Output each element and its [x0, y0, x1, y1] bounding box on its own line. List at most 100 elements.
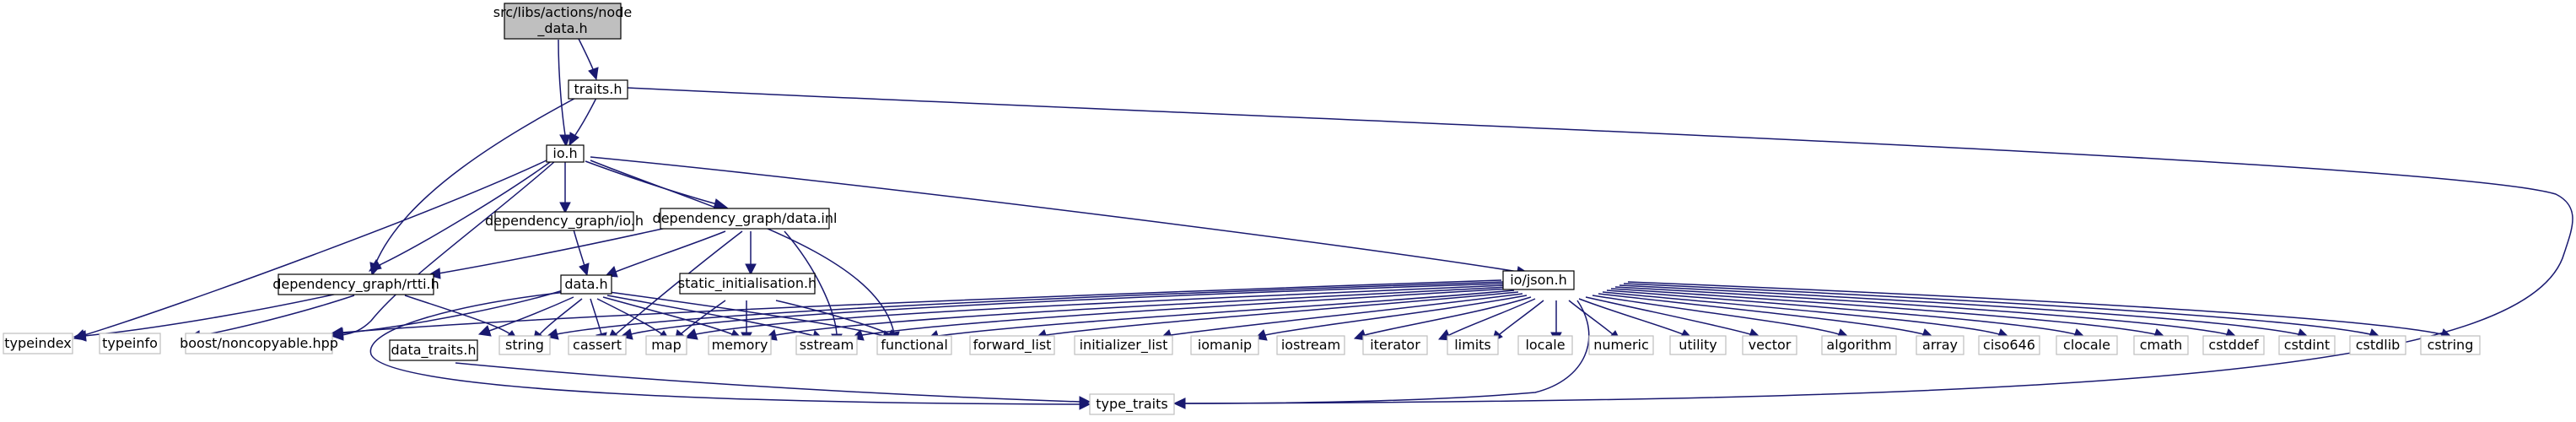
node-typeindex-label: typeindex: [4, 335, 72, 351]
node-cassert-label: cassert: [573, 337, 622, 353]
node-root-file-label-2: _data.h: [536, 20, 587, 37]
edge-json-to-type-traits: [1173, 300, 1590, 409]
node-map-label: map: [651, 337, 682, 353]
node-memory[interactable]: memory: [708, 335, 772, 355]
node-typeinfo-label: typeinfo: [102, 335, 158, 351]
edge-data-inl-to-rtti: [427, 227, 667, 279]
node-cstdint[interactable]: cstdint: [2278, 335, 2336, 355]
node-static-initialisation[interactable]: static_initialisation.h: [678, 273, 816, 295]
node-limits-label: limits: [1454, 337, 1491, 353]
node-typeinfo[interactable]: typeinfo: [99, 333, 161, 354]
edge-io-to-rtti: [368, 160, 553, 272]
node-cassert[interactable]: cassert: [568, 335, 627, 355]
node-memory-label: memory: [712, 337, 768, 353]
edge-traits-to-io: [569, 95, 598, 147]
node-dg-io-h[interactable]: dependency_graph/io.h: [485, 211, 644, 231]
node-utility[interactable]: utility: [1669, 335, 1727, 355]
node-limits[interactable]: limits: [1447, 335, 1499, 355]
node-data-h[interactable]: data.h: [560, 274, 612, 295]
node-sstream[interactable]: sstream: [795, 335, 858, 355]
edge-json-to-iterator: [1438, 298, 1536, 341]
node-io-json-h[interactable]: io/json.h: [1502, 270, 1575, 290]
node-dg-rtti-h-label: dependency_graph/rtti.h: [272, 276, 439, 293]
node-forward-list[interactable]: forward_list: [969, 335, 1055, 355]
node-functional[interactable]: functional: [876, 335, 952, 355]
edge-data-traits-to-type-traits: [455, 362, 1091, 408]
node-string[interactable]: string: [498, 335, 551, 355]
node-cstring[interactable]: cstring: [2420, 335, 2481, 355]
node-dg-rtti-h[interactable]: dependency_graph/rtti.h: [272, 273, 439, 295]
dependency-nodes: src/libs/actions/node _data.h traits.h i…: [3, 3, 2481, 415]
node-data-traits-h-label: data_traits.h: [391, 342, 477, 359]
node-iomanip-label: iomanip: [1198, 337, 1252, 353]
node-map[interactable]: map: [645, 335, 687, 355]
node-boost-noncopyable[interactable]: boost/noncopyable.hpp: [180, 333, 338, 354]
node-data-traits-h[interactable]: data_traits.h: [389, 339, 478, 361]
node-cstddef-label: cstddef: [2208, 337, 2259, 353]
node-functional-label: functional: [881, 337, 948, 353]
node-clocale-label: clocale: [2063, 337, 2110, 353]
node-initializer-list[interactable]: initializer_list: [1074, 335, 1173, 355]
node-sstream-label: sstream: [800, 337, 854, 353]
node-clocale[interactable]: clocale: [2056, 335, 2118, 355]
dependency-edges: [73, 38, 2573, 410]
node-typeindex[interactable]: typeindex: [3, 333, 73, 354]
node-numeric[interactable]: numeric: [1588, 335, 1654, 355]
node-io-h[interactable]: io.h: [546, 144, 585, 163]
edge-io-to-typeindex: [73, 160, 547, 341]
edge-json-to-map: [684, 284, 1507, 340]
node-cstddef[interactable]: cstddef: [2202, 335, 2265, 355]
edge-rtti-to-typeindex: [73, 293, 338, 342]
node-static-initialisation-label: static_initialisation.h: [678, 275, 816, 292]
edge-io-to-dg-io: [559, 162, 571, 214]
edge-root-to-io: [558, 39, 571, 148]
edge-data-h-to-data-traits: [477, 296, 574, 337]
node-traits-h[interactable]: traits.h: [568, 79, 628, 100]
node-type-traits[interactable]: type_traits: [1089, 393, 1175, 415]
node-locale-label: locale: [1525, 337, 1565, 353]
node-cstdlib-label: cstdlib: [2356, 337, 2401, 353]
node-io-json-h-label: io/json.h: [1510, 272, 1567, 288]
node-algorithm[interactable]: algorithm: [1821, 335, 1897, 355]
node-dg-io-h-label: dependency_graph/io.h: [485, 213, 644, 230]
node-iostream-label: iostream: [1281, 337, 1340, 353]
edge-traits-to-type-traits: [627, 87, 2573, 409]
node-type-traits-label: type_traits: [1096, 396, 1167, 413]
node-cmath-label: cmath: [2140, 337, 2183, 353]
node-cstdint-label: cstdint: [2284, 337, 2330, 353]
node-vector-label: vector: [1749, 337, 1792, 353]
node-initializer-list-label: initializer_list: [1080, 337, 1168, 354]
edge-root-to-traits: [578, 38, 599, 81]
node-locale[interactable]: locale: [1517, 335, 1573, 355]
edge-json-to-sstream: [850, 288, 1511, 341]
node-string-label: string: [505, 337, 544, 353]
node-iterator[interactable]: iterator: [1362, 335, 1428, 355]
node-array[interactable]: array: [1916, 335, 1964, 355]
node-algorithm-label: algorithm: [1826, 337, 1891, 353]
node-root-file[interactable]: src/libs/actions/node _data.h: [493, 3, 632, 40]
node-ciso646[interactable]: ciso646: [1978, 335, 2040, 355]
node-root-file-label-1: src/libs/actions/node: [493, 4, 632, 20]
edge-json-to-utility: [1578, 298, 1694, 339]
node-iterator-label: iterator: [1370, 337, 1420, 353]
edge-data-h-to-functional: [608, 291, 896, 342]
node-cstdlib[interactable]: cstdlib: [2349, 335, 2406, 355]
node-boost-noncopyable-label: boost/noncopyable.hpp: [180, 335, 338, 351]
edge-data-inl-to-data-h: [604, 230, 726, 278]
node-traits-h-label: traits.h: [574, 81, 622, 97]
node-io-h-label: io.h: [552, 145, 577, 161]
node-array-label: array: [1922, 337, 1958, 353]
edge-data-inl-to-static: [745, 231, 757, 276]
edge-dg-io-to-data-h: [573, 229, 590, 277]
node-iomanip[interactable]: iomanip: [1190, 335, 1259, 355]
node-cmath[interactable]: cmath: [2133, 335, 2189, 355]
edge-json-to-boost: [330, 279, 1502, 338]
node-iostream[interactable]: iostream: [1276, 335, 1345, 355]
edge-rtti-to-string: [404, 295, 520, 342]
node-dg-data-inl[interactable]: dependency_graph/data.inl: [653, 208, 838, 230]
node-ciso646-label: ciso646: [1983, 337, 2035, 353]
edge-json-to-initializer-list: [1159, 293, 1523, 341]
node-vector[interactable]: vector: [1742, 335, 1797, 355]
node-utility-label: utility: [1679, 337, 1717, 353]
